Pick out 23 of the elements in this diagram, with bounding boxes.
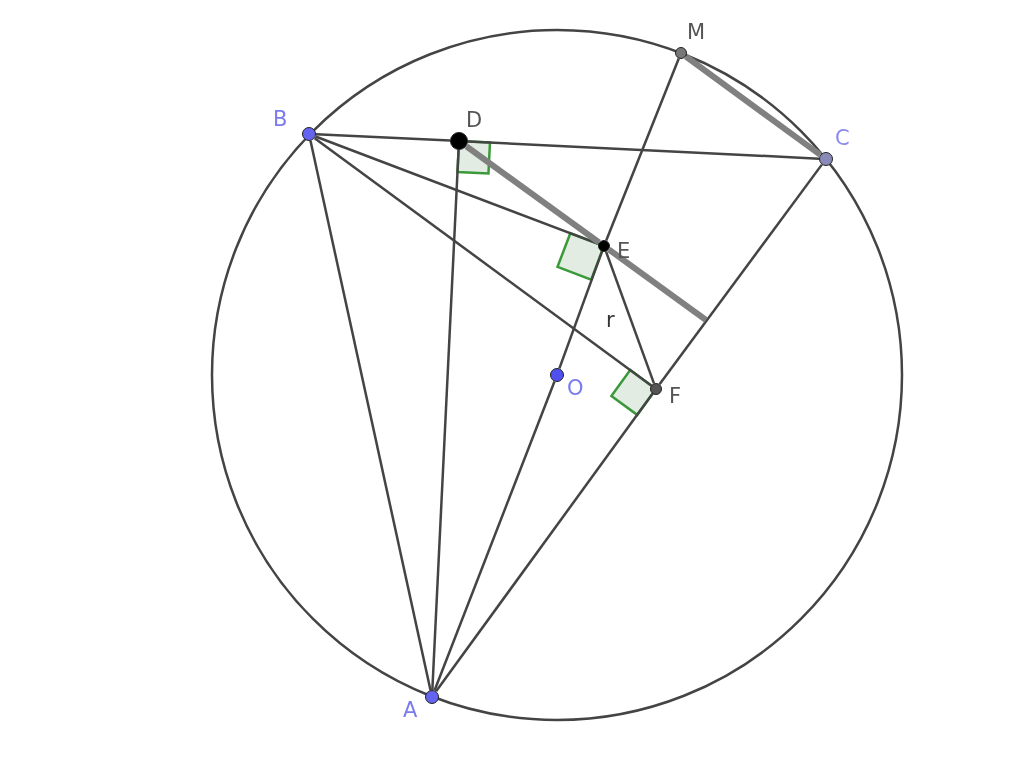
line-segment: [467, 140, 820, 160]
point-label: M: [687, 20, 706, 44]
line-segment: [313, 137, 652, 387]
segment-label: r: [606, 308, 615, 332]
line-segment: [604, 251, 656, 384]
line-segment: [435, 393, 654, 693]
point-label: D: [466, 108, 483, 132]
line-segment: [433, 381, 556, 691]
line-segment: [684, 54, 823, 158]
line-segment: [607, 247, 708, 323]
line-segment: [309, 140, 432, 691]
line-segment: [464, 143, 601, 245]
line-segment: [658, 163, 823, 385]
point-label: E: [617, 239, 631, 263]
point-label: A: [403, 698, 418, 722]
point-label: F: [669, 384, 682, 408]
point-label: O: [567, 376, 584, 400]
point-label: C: [835, 126, 850, 150]
line-segment: [315, 133, 451, 142]
line-segment: [558, 251, 604, 369]
point-label: B: [273, 107, 288, 131]
line-segment: [431, 149, 460, 691]
line-segment: [605, 58, 680, 241]
